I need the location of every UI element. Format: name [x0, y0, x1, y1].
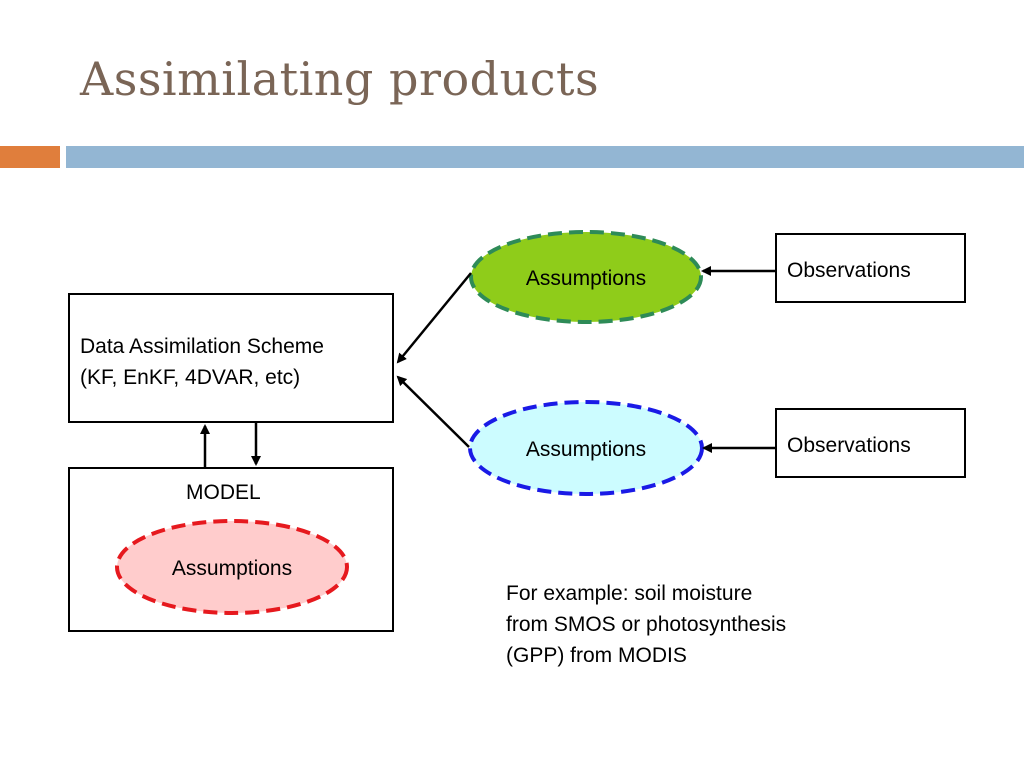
slide-title: Assimilating products — [80, 52, 600, 106]
scheme-line-1: Data Assimilation Scheme — [80, 335, 324, 358]
assumptions-label-bottom: Assumptions — [526, 438, 646, 461]
assumptions-label-top: Assumptions — [526, 267, 646, 290]
arrow-assumptions-bottom-to-scheme — [396, 375, 470, 448]
model-label: MODEL — [186, 481, 261, 504]
example-note: For example: soil moisture from SMOS or … — [506, 582, 787, 667]
assumptions-label-model: Assumptions — [172, 557, 292, 580]
title-accent-orange-bar — [0, 146, 60, 168]
data-assimilation-scheme-box: Data Assimilation Scheme (KF, EnKF, 4DVA… — [68, 293, 394, 423]
observations-box-bottom: Observations — [775, 408, 966, 478]
assumptions-ellipse-top — [469, 230, 703, 324]
scheme-line-2: (KF, EnKF, 4DVAR, etc) — [80, 366, 301, 389]
assumptions-ellipse-model — [115, 519, 349, 615]
observations-box-top: Observations — [775, 233, 966, 303]
observations-label-bottom: Observations — [787, 434, 911, 457]
observations-label-top: Observations — [787, 259, 911, 282]
title-accent-blue-bar — [66, 146, 1024, 168]
arrow-assumptions-top-to-scheme — [396, 272, 472, 364]
